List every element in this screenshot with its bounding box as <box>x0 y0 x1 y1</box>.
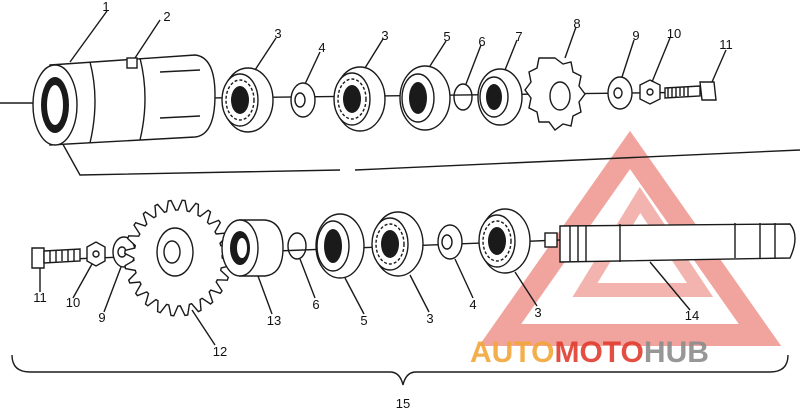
watermark-brand-hub: HUB <box>644 336 709 369</box>
callout-12: 12 <box>213 344 227 359</box>
automotohub-watermark-text: AUTOMOTOHUB <box>470 336 709 369</box>
callout-3-top-a: 3 <box>274 26 281 41</box>
callout-5-bottom: 5 <box>360 313 367 328</box>
callout-2: 2 <box>163 9 170 24</box>
part-10-nut-bottom <box>86 241 106 267</box>
callout-7: 7 <box>515 29 522 44</box>
watermark-brand-auto: AUTO <box>470 336 554 369</box>
callout-11-top: 11 <box>719 37 733 52</box>
callout-6-bottom: 6 <box>312 297 319 312</box>
callout-3-bottom-a: 3 <box>426 311 433 326</box>
callout-14: 14 <box>685 308 699 323</box>
part-3-bearing-bottom-b <box>478 208 531 274</box>
callout-10-bottom: 10 <box>66 295 80 310</box>
leader-lines <box>39 10 727 346</box>
callout-4-top: 4 <box>318 40 325 55</box>
callout-5-top: 5 <box>443 29 450 44</box>
part-3-bearing-bottom-a <box>371 211 424 277</box>
assembly-brace <box>11 354 789 386</box>
part-6-oring-bottom <box>287 232 307 260</box>
callout-3-bottom-b: 3 <box>534 305 541 320</box>
part-13-collar <box>221 219 284 277</box>
callout-9-top: 9 <box>632 28 639 43</box>
callout-3-top-b: 3 <box>381 28 388 43</box>
part-4-spacer-top <box>290 82 316 118</box>
part-6-oring-top <box>453 83 473 111</box>
part-10-nut-top <box>639 79 661 105</box>
part-11-bolt-bottom <box>31 247 81 269</box>
part-5-sleeve-bottom <box>315 213 365 279</box>
top-callouts: 1 2 3 4 3 5 6 7 8 9 10 11 <box>102 0 732 55</box>
part-12-large-sprocket <box>124 199 232 317</box>
part-3-bearing-top-a <box>221 67 274 133</box>
part-1-drum-housing <box>32 54 216 146</box>
callout-6-top: 6 <box>478 34 485 49</box>
callout-8: 8 <box>573 16 580 31</box>
callout-9-bottom: 9 <box>98 310 105 325</box>
callout-11-bottom: 11 <box>33 290 47 305</box>
part-14-shaft <box>544 223 796 263</box>
bottom-callouts: 11 10 9 12 13 6 5 3 4 3 14 15 <box>33 290 699 411</box>
part-9-washer-top <box>607 76 633 110</box>
watermark-brand-moto: MOTO <box>554 336 643 369</box>
svg-text:AUTOMOTOHUB: AUTOMOTOHUB <box>470 336 709 369</box>
part-7-collar <box>477 68 523 126</box>
part-3-bearing-top-b <box>333 66 386 132</box>
callout-4-bottom: 4 <box>469 297 476 312</box>
callout-1: 1 <box>102 0 109 14</box>
callout-10-top: 10 <box>667 26 681 41</box>
callout-15: 15 <box>396 396 410 411</box>
callout-13: 13 <box>267 313 281 328</box>
part-11-bolt-top <box>664 81 717 101</box>
part-4-spacer-bottom <box>437 224 463 260</box>
part-5-sleeve-top <box>399 65 451 131</box>
part-8-small-sprocket <box>524 57 586 131</box>
